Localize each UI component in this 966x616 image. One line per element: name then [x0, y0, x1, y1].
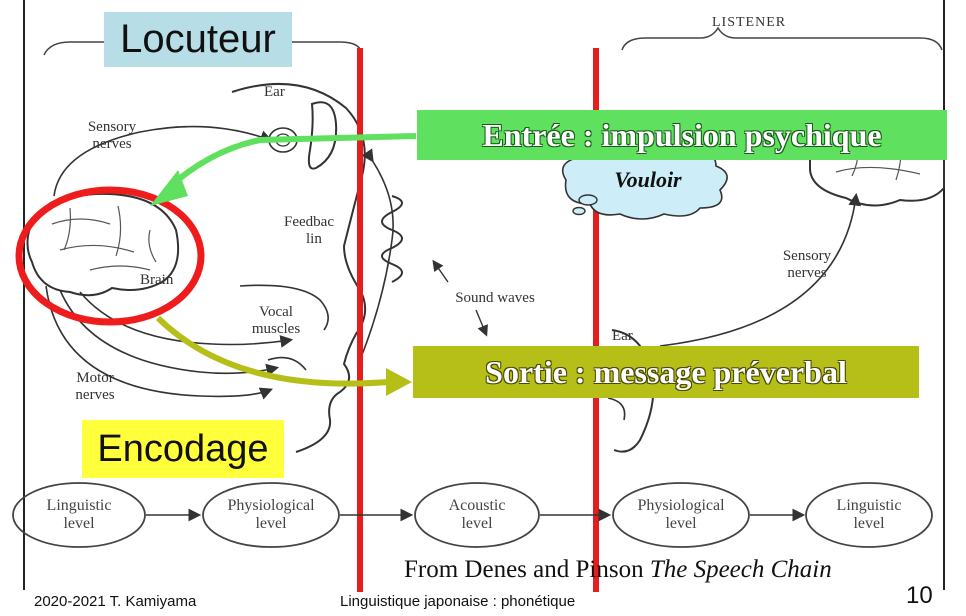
speaker-ear-drawing — [307, 101, 338, 170]
motor-nerve-path-2 — [79, 291, 294, 348]
level-ellipse-3 — [414, 482, 540, 548]
larynx — [267, 356, 307, 371]
level-ellipse-2 — [202, 482, 340, 548]
level-ellipse-4 — [612, 482, 750, 548]
label-sensory-nerves-speaker: Sensory nerves — [87, 119, 137, 152]
motor-nerve-path-3 — [45, 285, 273, 400]
speaker-bracket-left — [43, 41, 104, 56]
label-brain: Brain — [140, 272, 174, 288]
vocal-tract — [239, 284, 329, 331]
label-listener: LISTENER — [712, 15, 787, 30]
level-ellipse-5 — [805, 482, 933, 548]
label-sound-waves: Sound waves — [455, 290, 535, 306]
footer-author: 2020-2021 T. Kamiyama — [34, 593, 197, 610]
feedback-loop — [359, 148, 394, 361]
speaker-title-box: Locuteur — [104, 12, 292, 67]
listener-ear-drawing — [611, 329, 655, 453]
speaker-bracket-right — [292, 41, 363, 57]
output-arrow-head — [386, 368, 412, 396]
label-ear-listener: Ear — [612, 328, 633, 344]
sound-wave-squiggle — [381, 195, 403, 283]
source-credit-prefix: From Denes and Pinson — [404, 556, 650, 583]
encoding-label-box: Encodage — [82, 420, 284, 478]
listener-sensory-nerve — [659, 192, 862, 347]
input-arrow-head — [150, 170, 188, 206]
source-credit-book: The Speech Chain — [649, 556, 832, 583]
label-sensory-nerves-listener: Sensory nerves — [782, 248, 832, 281]
input-arrow-shaft — [163, 133, 417, 193]
source-credit: From Denes and Pinson The Speech Chain — [404, 556, 944, 586]
brain-highlight-circle — [15, 186, 205, 326]
input-label-box: Entrée : impulsion psychique — [417, 110, 947, 160]
label-ear-speaker: Ear — [264, 84, 285, 100]
slide-number: 10 — [906, 582, 933, 609]
sensory-nerve-path — [53, 125, 274, 197]
label-motor-nerves: Motor nerves — [75, 370, 115, 403]
listener-bracket — [621, 26, 943, 51]
output-label-box: Sortie : message préverbal — [413, 346, 919, 398]
label-vocal-muscles: Vocal muscles — [251, 304, 301, 337]
label-feedback-link: Feedbac lin — [284, 214, 334, 247]
thought-bubble-text: Vouloir — [614, 167, 682, 192]
footer-course: Linguistique japonaise : phonétique — [340, 593, 576, 610]
level-ellipse-1 — [12, 482, 146, 548]
output-arrow-shaft — [155, 315, 389, 387]
